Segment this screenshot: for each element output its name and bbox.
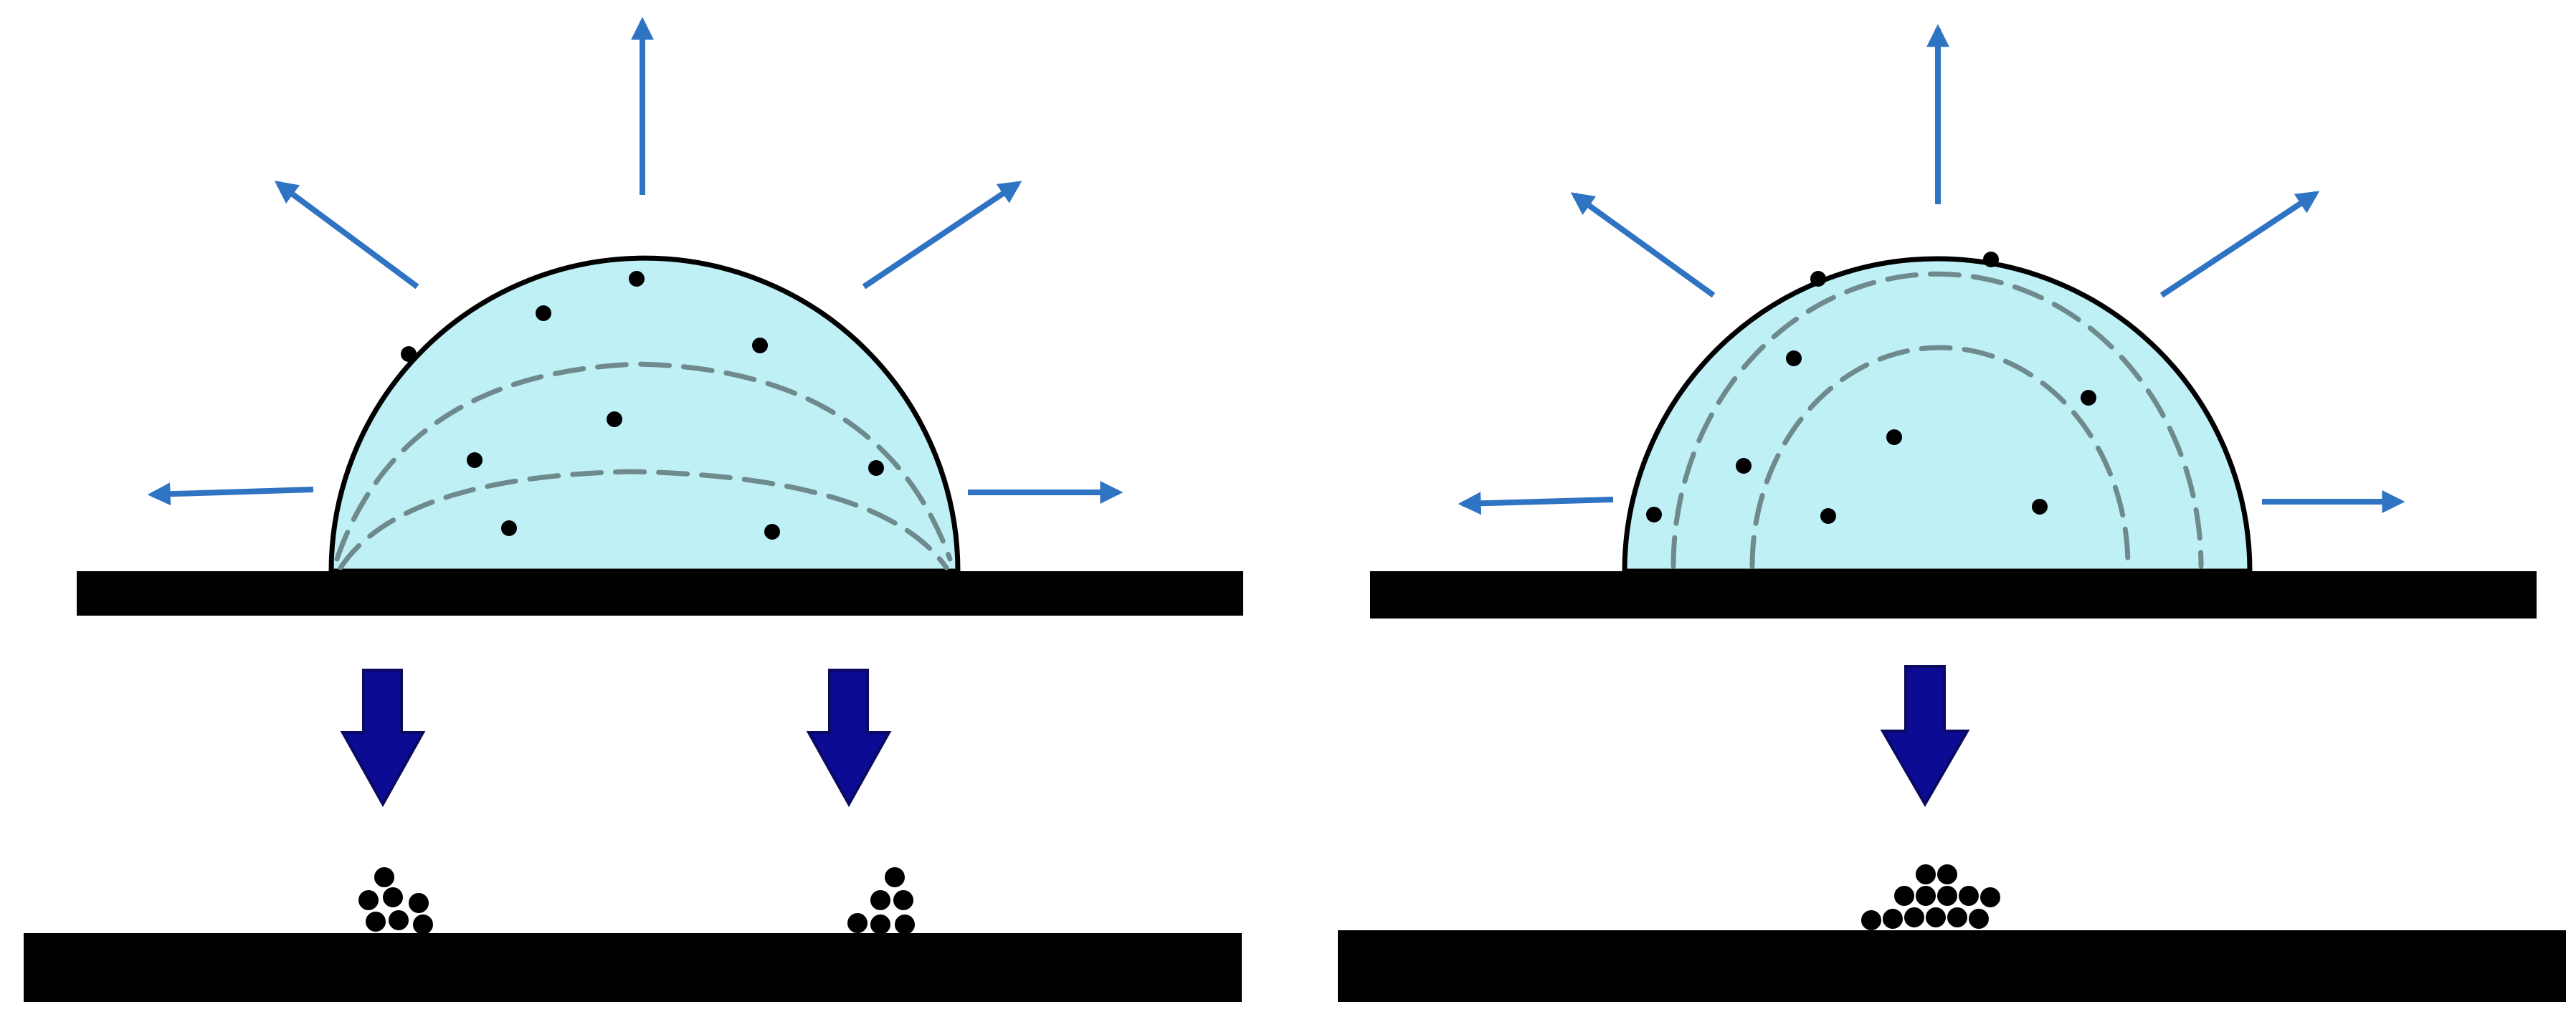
evaporation-arrow-upper-right [2159,191,2320,298]
solute-particle [629,271,645,287]
right-solute-particles [1646,252,2096,524]
deposit-particle [412,913,434,936]
solute-particle [1646,507,1662,522]
solute-particle [536,305,551,321]
solute-particle [607,411,622,427]
deposit-particle [357,889,380,912]
deposit-particle [1936,884,1959,907]
left-dashed-line-lower [338,469,949,570]
solute-particle [1810,271,1826,287]
right-dashed-line-outer [1670,271,2204,569]
solute-particle [1736,458,1752,474]
deposit-particle [1946,906,1969,929]
right-dashed-line-inner [1749,345,2131,569]
solute-particle [764,524,780,540]
evaporation-arrow-left [1458,492,1614,515]
deposit-particle [1936,863,1959,886]
evaporation-arrow-left [147,482,314,506]
deposit-particle [381,886,404,909]
solute-particle [1983,252,1999,267]
left-deposit-cluster-2 [846,866,916,936]
evaporation-arrow-upper-right [862,181,1022,290]
solute-particle [868,460,884,476]
solute-particle [401,346,417,362]
evaporation-arrow-upper-left [1570,192,1716,298]
deposit-particle [892,889,915,912]
deposit-particle [869,913,892,936]
left-panel [24,16,1243,1002]
deposit-particle [387,909,410,932]
left-evaporation-arrows [147,16,1123,506]
left-substrate-bottom [24,933,1242,1002]
left-substrate-top [77,571,1243,616]
left-settling-arrow-1 [340,669,426,808]
deposit-particle [1893,884,1916,907]
deposit-particle [373,866,396,889]
right-panel [1338,24,2566,1002]
solute-particle [2032,499,2048,515]
deposit-particle [1860,909,1883,932]
solute-particle [1786,350,1802,366]
left-deposit-cluster-1 [357,866,434,936]
deposit-particle [407,892,430,914]
deposit-particle [364,910,387,933]
left-dashed-line-upper [334,361,953,562]
deposit-particle [1903,906,1926,929]
solute-particle [1820,508,1836,524]
evaporation-arrow-upper-left [274,181,419,290]
deposit-particle [893,913,916,936]
deposit-particle [869,889,892,912]
right-substrate-top [1370,571,2537,619]
right-deposit-cluster [1860,863,2002,932]
right-substrate-bottom [1338,930,2566,1002]
deposit-particle [883,866,906,889]
deposit-particle [1924,906,1947,929]
deposit-particle [1967,907,1990,930]
deposit-particle [846,912,869,935]
left-solute-particles [401,271,884,540]
solute-particle [2081,390,2096,406]
right-settling-arrow [1880,665,1970,807]
deposit-particle [1881,907,1904,930]
deposit-particle [1914,863,1937,886]
solute-particle [467,452,483,468]
left-settling-arrow-2 [806,669,892,808]
solute-particle [1886,429,1902,445]
solute-particle [501,520,517,536]
solute-particle [752,338,768,353]
right-droplet [1622,256,2253,574]
deposit-particle [1957,884,1980,907]
deposit-particle [1914,884,1937,907]
deposit-particle [1979,886,2002,909]
left-droplet [328,255,961,574]
right-evaporation-arrows [1458,24,2405,515]
